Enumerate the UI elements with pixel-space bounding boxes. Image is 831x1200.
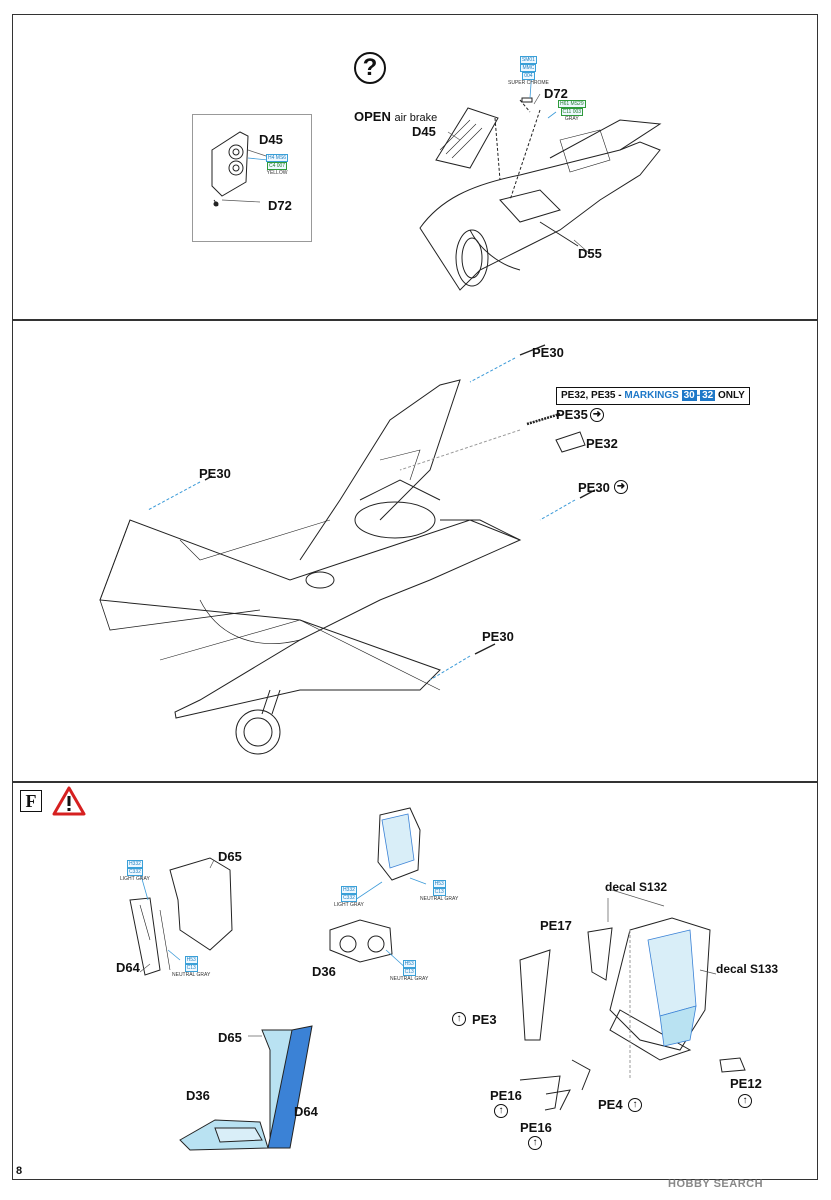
aircraft-underside-drawing: [99, 379, 522, 755]
d72-label: D72: [544, 86, 568, 101]
step-panel-underside: [12, 320, 818, 782]
d64-label: D64: [116, 960, 140, 975]
arrow-up-circle-icon: ↑: [738, 1094, 752, 1108]
pe16b-label: PE16: [520, 1120, 552, 1135]
pe3-label: PE3: [472, 1012, 497, 1027]
seat-parts-drawings: [129, 807, 746, 1111]
airbrake-detail-inset: [192, 114, 312, 242]
pe30-bottom-label: PE30: [482, 629, 514, 644]
d36-label: D36: [312, 964, 336, 979]
markings-suffix: ONLY: [717, 390, 745, 401]
d45-inset-label: D45: [259, 132, 283, 147]
pe32-label: PE32: [586, 436, 618, 451]
arrow-up-circle-icon: ↑: [628, 1098, 642, 1112]
arrow-up-circle-icon: ↑: [452, 1012, 466, 1026]
step-panel-airbrake: [12, 14, 818, 320]
pe4-label: PE4: [598, 1097, 623, 1112]
d45-label: D45: [412, 124, 436, 139]
step-f-marker: F: [20, 790, 42, 812]
d65-section-label: D65: [218, 1030, 242, 1045]
watermark: HOBBY SEARCH: [668, 1178, 764, 1190]
pe30-left-label: PE30: [199, 466, 231, 481]
pe17-label: PE17: [540, 918, 572, 933]
air-brake-label: air brake: [394, 112, 438, 124]
step-panel-f-seat: [12, 782, 818, 1180]
pe30-right-label: PE30: [578, 480, 610, 495]
pe35-pe32-parts: [399, 412, 586, 471]
markings-word: MARKINGS: [624, 390, 679, 401]
arrow-up-circle-icon: ↑: [528, 1136, 542, 1150]
page-number: 8: [16, 1165, 23, 1177]
pe12-label: PE12: [730, 1076, 762, 1091]
open-label: OPEN: [354, 109, 391, 124]
d72-inset-label: D72: [268, 198, 292, 213]
d65-label: D65: [218, 849, 242, 864]
markings-to: 32: [700, 390, 716, 401]
pe35-label: PE35: [556, 407, 588, 422]
markings-from: 30: [681, 390, 697, 401]
leader-lines: [139, 93, 717, 1037]
pe30-top-label: PE30: [532, 345, 564, 360]
closed-airbrake-drawing: [211, 131, 249, 207]
d36-section-label: D36: [186, 1088, 210, 1103]
open-air-brake-label: OPEN air brake: [354, 109, 437, 124]
question-mark-icon: ?: [354, 52, 386, 84]
d55-label: D55: [578, 246, 602, 261]
arrow-right-circle-icon: ➜: [614, 480, 628, 494]
markings-prefix: PE32, PE35 -: [561, 390, 625, 401]
pe16a-label: PE16: [490, 1088, 522, 1103]
arrow-right-circle-icon: ➜: [590, 408, 604, 422]
markings-note: PE32, PE35 - MARKINGS 30-32 ONLY: [556, 387, 750, 405]
decal-s133-label: decal S133: [716, 962, 779, 976]
seat-cross-section: [179, 1025, 313, 1151]
pe30-parts: [204, 344, 596, 655]
caution-triangle-icon: [52, 786, 86, 816]
fuselage-airbrake-drawing: [419, 97, 662, 291]
decal-s132-label: decal S132: [605, 880, 668, 894]
arrow-up-circle-icon: ↑: [494, 1104, 508, 1118]
seat-cushion-mesh: [381, 813, 697, 1047]
pe30-guides: [147, 357, 576, 681]
d64-section-label: D64: [294, 1104, 318, 1119]
markings-dash: -: [696, 390, 701, 401]
